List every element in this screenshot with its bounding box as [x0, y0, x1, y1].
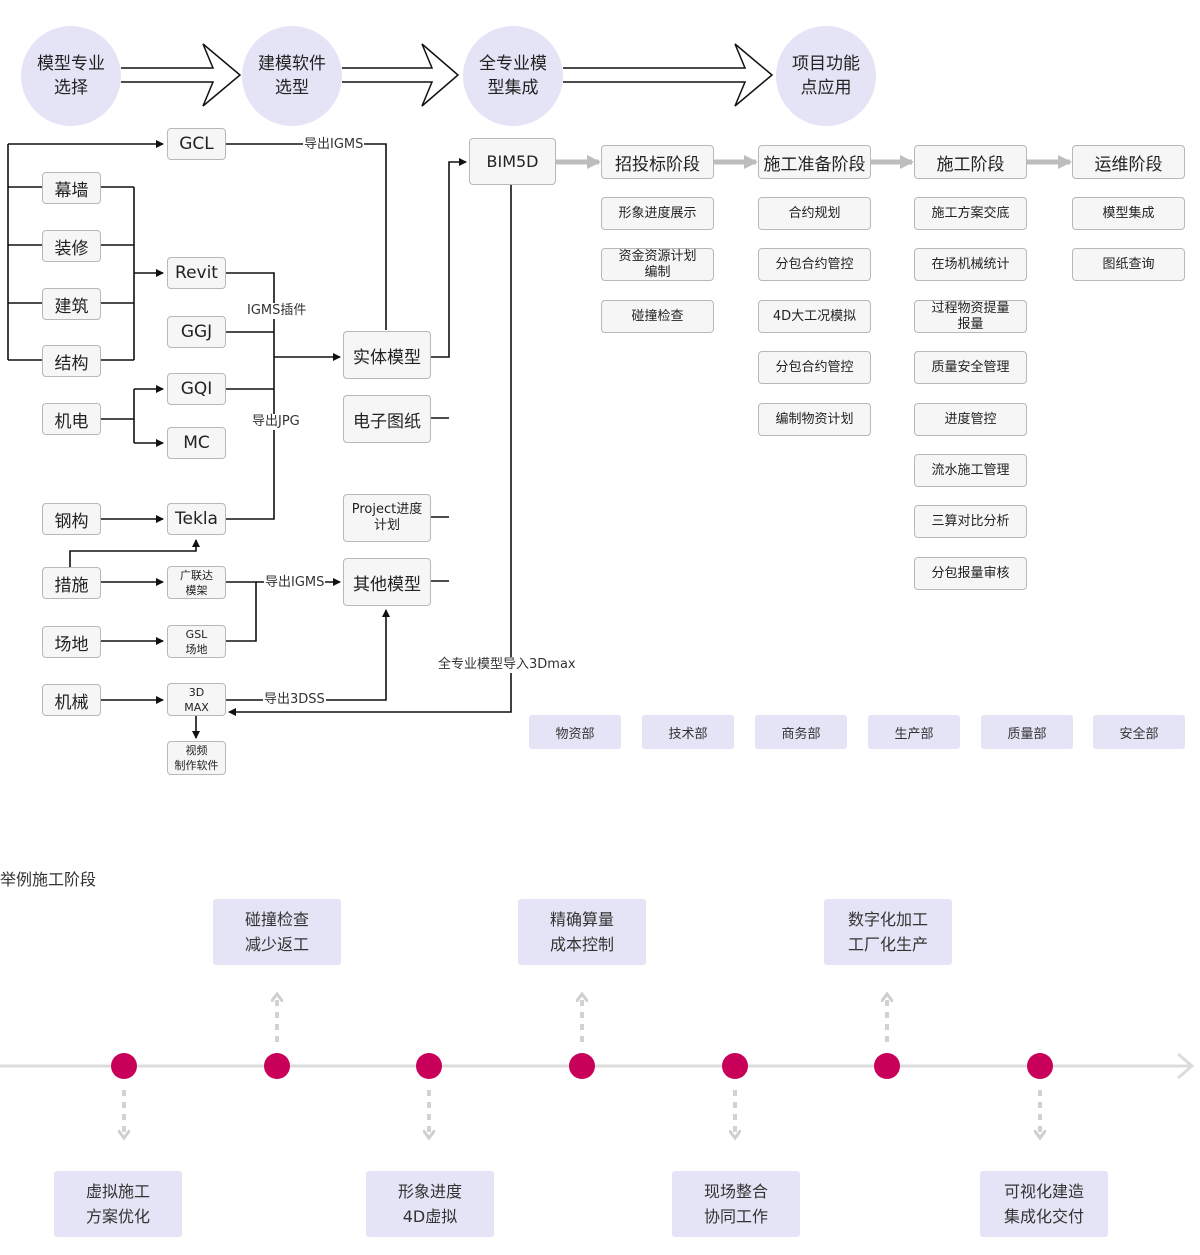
- label-export-igms-mid: 导出IGMS: [264, 575, 326, 591]
- milestone-card: 现场整合 协同工作: [672, 1171, 800, 1237]
- timeline-dot: [264, 1053, 290, 1079]
- software-mc: MC: [167, 427, 226, 459]
- phase-item: 编制物资计划: [758, 403, 871, 436]
- timeline-dot: [722, 1053, 748, 1079]
- phase-item: 质量安全管理: [914, 351, 1027, 384]
- milestone-card: 数字化加工 工厂化生产: [824, 899, 952, 965]
- department-safety: 安全部: [1093, 715, 1185, 749]
- platform-bim5d: BIM5D: [469, 138, 556, 185]
- discipline-curtain-wall: 幕墙: [42, 172, 101, 204]
- phase-item: 合约规划: [758, 197, 871, 230]
- flow-step-software-selection: 建模软件 选型: [242, 26, 342, 126]
- timeline-dot: [1027, 1053, 1053, 1079]
- discipline-architecture: 建筑: [42, 288, 101, 320]
- software-gqi: GQI: [167, 373, 226, 405]
- phase-item: 分包合约管控: [758, 351, 871, 384]
- phase-item: 分包报量审核: [914, 557, 1027, 590]
- software-glodon-formwork: 广联达 模架: [167, 566, 226, 599]
- milestone-card: 虚拟施工 方案优化: [54, 1171, 182, 1237]
- label-import-3dmax: 全专业模型导入3Dmax: [437, 657, 577, 673]
- milestone-card: 可视化建造 集成化交付: [980, 1171, 1108, 1237]
- phase-item: 进度管控: [914, 403, 1027, 436]
- phase-item: 流水施工管理: [914, 454, 1027, 487]
- phase-preparation: 施工准备阶段: [758, 145, 871, 179]
- timeline-dot: [111, 1053, 137, 1079]
- software-ggj: GGJ: [167, 316, 226, 348]
- timeline-axis: [0, 1052, 1195, 1080]
- milestone-card: 形象进度 4D虚拟: [366, 1171, 494, 1237]
- phase-operation: 运维阶段: [1072, 145, 1185, 179]
- phase-bidding: 招投标阶段: [601, 145, 714, 179]
- software-tekla: Tekla: [167, 503, 226, 535]
- phase-construction: 施工阶段: [914, 145, 1027, 179]
- phase-item: 资金资源计划 编制: [601, 248, 714, 281]
- phase-item: 模型集成: [1072, 197, 1185, 230]
- department-production: 生产部: [868, 715, 960, 749]
- flow-step-function-application: 项目功能 点应用: [776, 26, 876, 126]
- software-gsl-site: GSL 场地: [167, 625, 226, 658]
- model-project-schedule: Project进度 计划: [343, 494, 431, 542]
- model-solid: 实体模型: [343, 331, 431, 379]
- department-commercial: 商务部: [755, 715, 847, 749]
- discipline-machinery: 机械: [42, 684, 101, 716]
- label-export-3dss: 导出3DSS: [263, 692, 326, 708]
- timeline-dot: [874, 1053, 900, 1079]
- phase-item: 4D大工况模拟: [758, 300, 871, 333]
- timeline-dot: [569, 1053, 595, 1079]
- label-export-igms-top: 导出IGMS: [303, 137, 365, 153]
- flow-step-model-discipline: 模型专业 选择: [21, 26, 121, 126]
- label-igms-plugin: IGMS插件: [246, 303, 308, 319]
- software-video: 视频 制作软件: [167, 741, 226, 775]
- phase-item: 三算对比分析: [914, 505, 1027, 538]
- model-electronic-drawing: 电子图纸: [343, 395, 431, 443]
- timeline-title: 举例施工阶段: [0, 870, 97, 889]
- discipline-steel: 钢构: [42, 503, 101, 535]
- discipline-site: 场地: [42, 626, 101, 658]
- flow-arrows: [121, 43, 774, 107]
- department-quality: 质量部: [981, 715, 1073, 749]
- model-other: 其他模型: [343, 558, 431, 606]
- phase-item: 形象进度展示: [601, 197, 714, 230]
- phase-item: 施工方案交底: [914, 197, 1027, 230]
- software-revit: Revit: [167, 257, 226, 289]
- software-3dmax: 3D MAX: [167, 683, 226, 716]
- discipline-mep: 机电: [42, 403, 101, 435]
- discipline-structure: 结构: [42, 345, 101, 377]
- software-gcl: GCL: [167, 128, 226, 160]
- department-materials: 物资部: [529, 715, 621, 749]
- department-technical: 技术部: [642, 715, 734, 749]
- discipline-decoration: 装修: [42, 230, 101, 262]
- timeline-dot: [416, 1053, 442, 1079]
- phase-item: 分包合约管控: [758, 248, 871, 281]
- flow-step-model-integration: 全专业模 型集成: [463, 26, 563, 126]
- label-export-jpg: 导出JPG: [251, 414, 301, 430]
- milestone-card: 碰撞检查 减少返工: [213, 899, 341, 965]
- phase-item: 图纸查询: [1072, 248, 1185, 281]
- discipline-measures: 措施: [42, 567, 101, 599]
- phase-item: 碰撞检查: [601, 300, 714, 333]
- phase-item: 在场机械统计: [914, 248, 1027, 281]
- phase-item: 过程物资提量 报量: [914, 300, 1027, 333]
- milestone-card: 精确算量 成本控制: [518, 899, 646, 965]
